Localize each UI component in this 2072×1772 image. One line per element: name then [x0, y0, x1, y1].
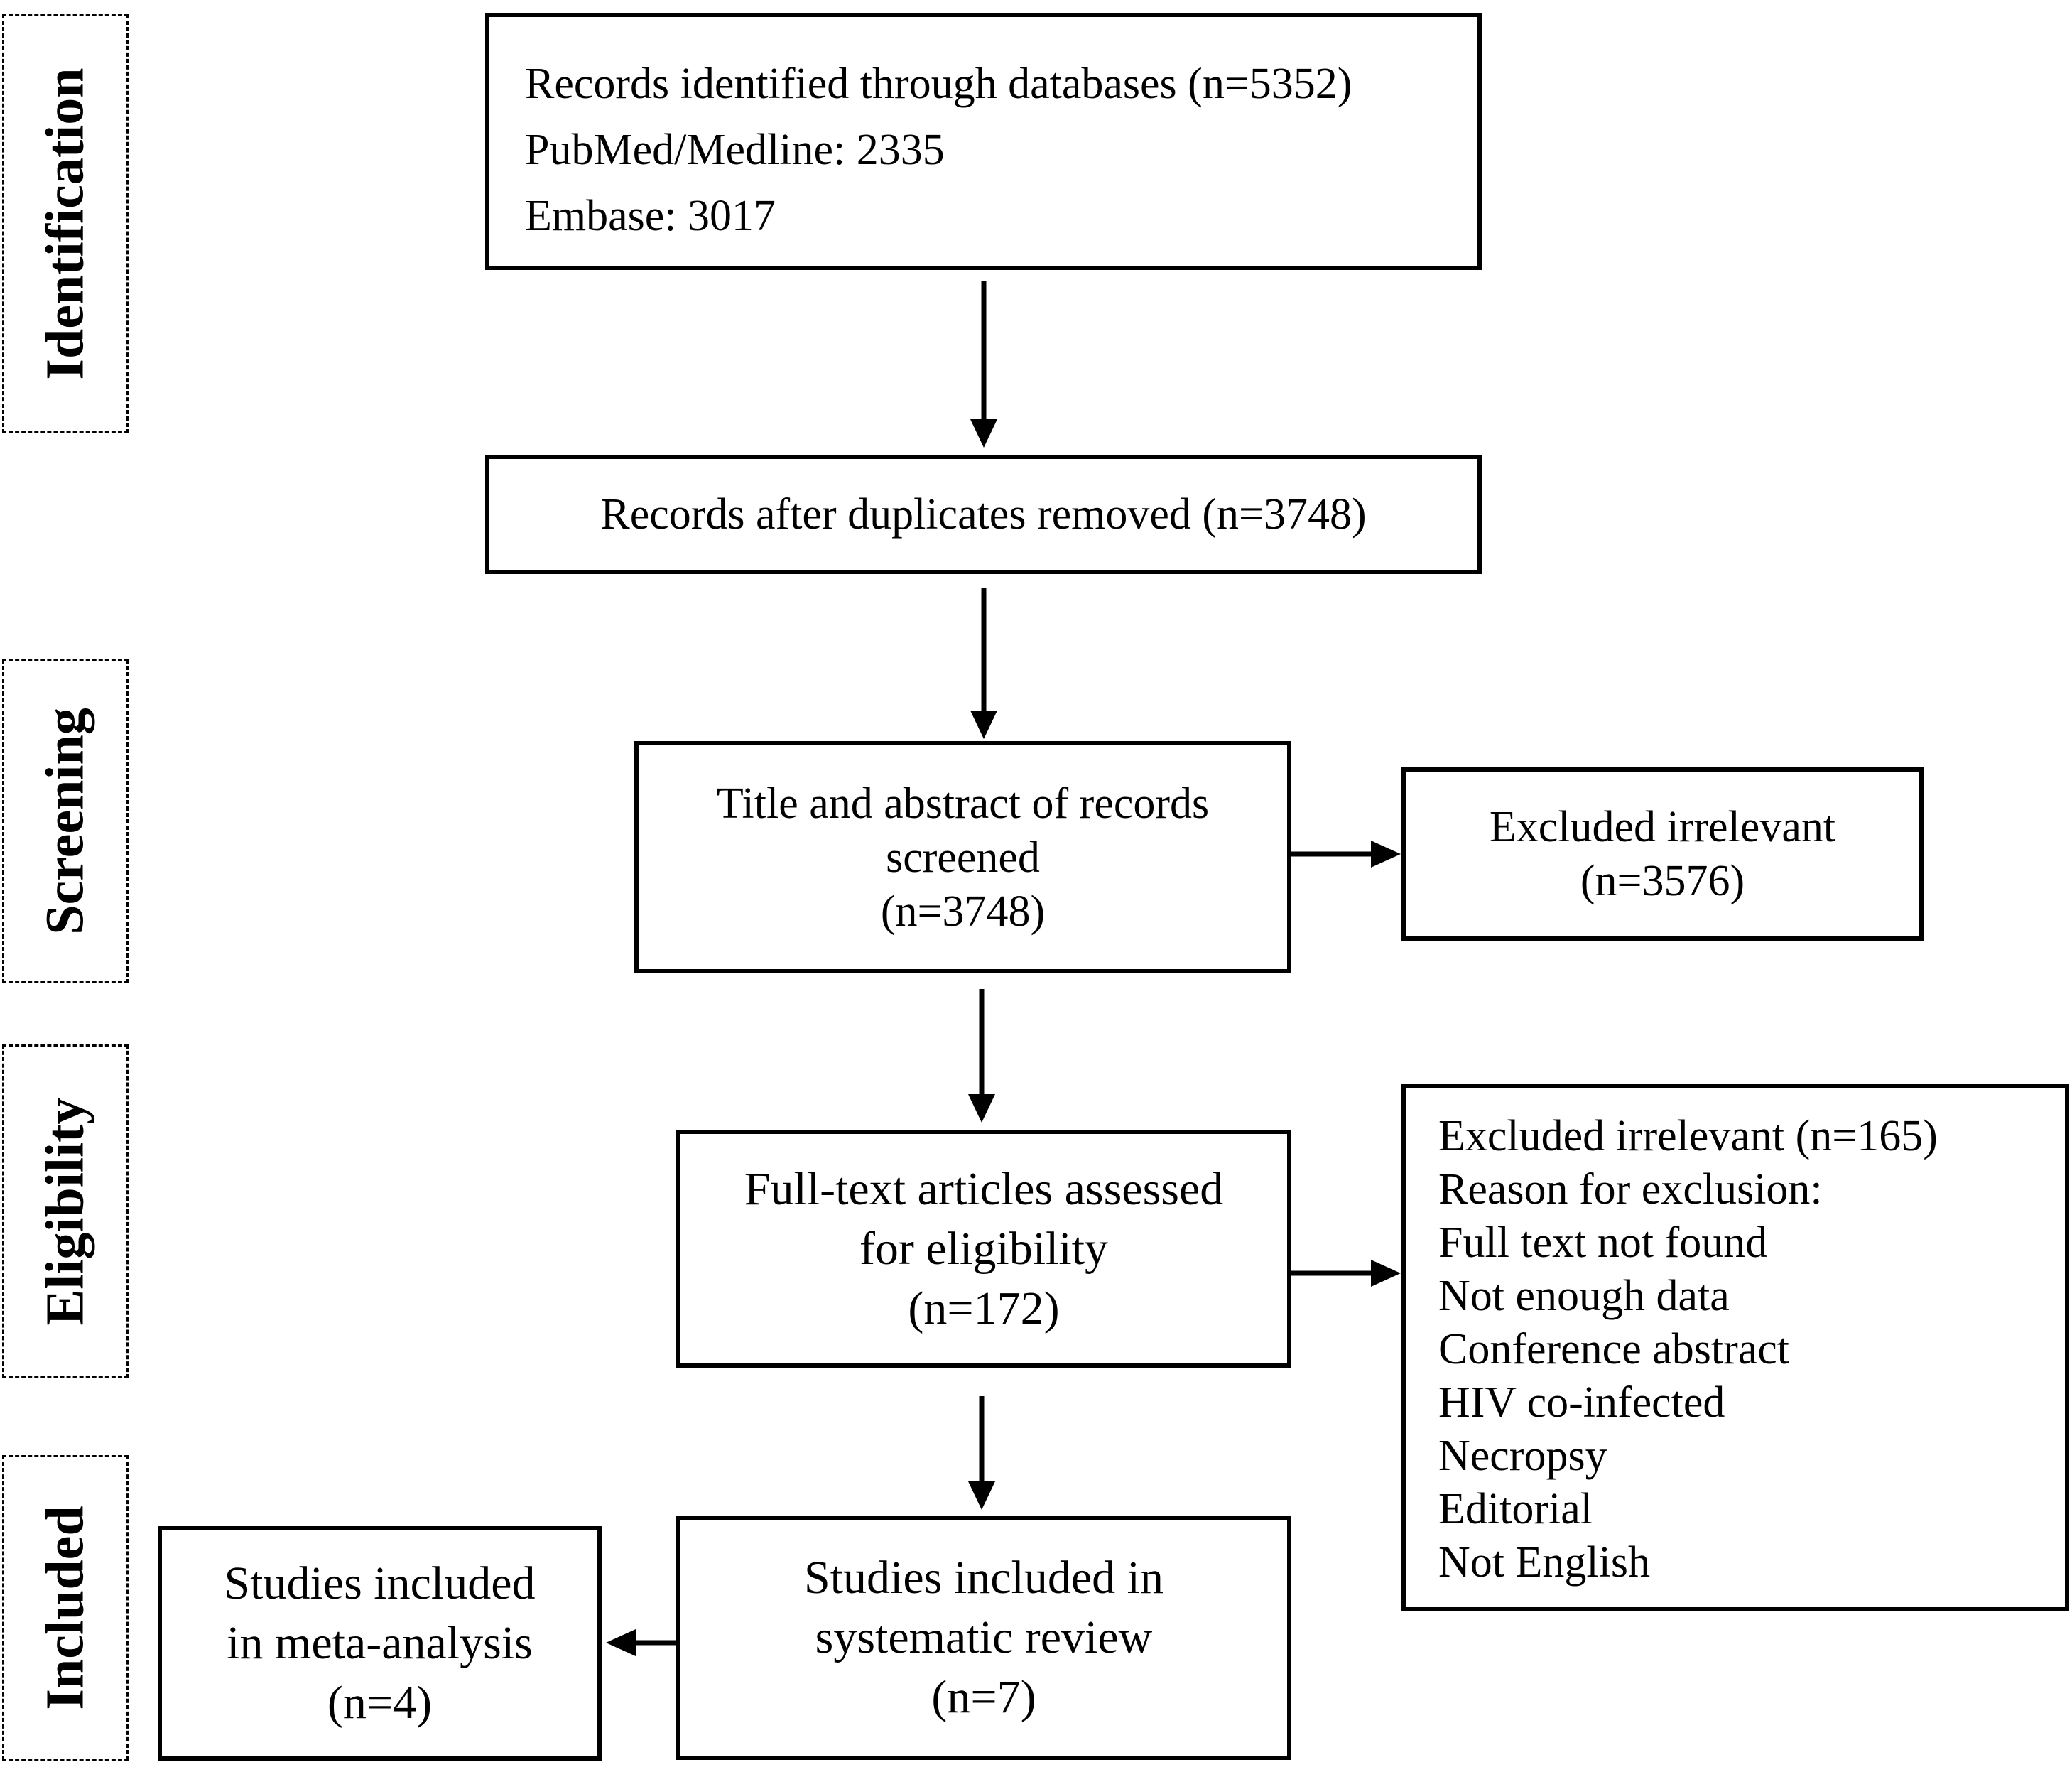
exclusion-reason: HIV co-infected [1438, 1378, 1725, 1427]
arrowhead [1371, 1260, 1401, 1287]
phase-eligibility: Eligibility [2, 1044, 129, 1378]
systematic-review-box: Studies included in systematic review (n… [676, 1516, 1291, 1760]
records-identified-box: Records identified through databases (n=… [485, 13, 1482, 270]
arrowhead [970, 419, 997, 448]
exclusion-reason: Not enough data [1438, 1272, 1730, 1320]
meta-analysis-line2: in meta-analysis [227, 1617, 533, 1669]
full-text-line2: for eligibility [859, 1222, 1109, 1275]
excluded-screening-box: Excluded irrelevant (n=3576) [1401, 767, 1924, 941]
exclusion-reasons-heading: Reason for exclusion: [1438, 1165, 1823, 1214]
arrowhead [1371, 841, 1401, 868]
records-identified-total: Records identified through databases (n=… [525, 60, 1352, 108]
title-abstract-line1: Title and abstract of records [716, 779, 1210, 828]
meta-analysis-count: (n=4) [327, 1677, 433, 1729]
full-text-box: Full-text articles assessed for eligibil… [676, 1130, 1291, 1368]
phase-screening: Screening [2, 659, 129, 983]
exclusion-reason: Conference abstract [1438, 1325, 1790, 1373]
systematic-review-count: (n=7) [931, 1671, 1036, 1723]
excluded-screening-count: (n=3576) [1580, 857, 1745, 905]
exclusion-reason: Necropsy [1438, 1432, 1607, 1480]
title-abstract-line2: screened [886, 833, 1040, 882]
records-identified-pubmed: PubMed/Medline: 2335 [525, 126, 945, 174]
arrowhead [968, 1094, 995, 1123]
title-abstract-box: Title and abstract of records screened (… [634, 741, 1291, 973]
arrowhead [606, 1629, 636, 1656]
title-abstract-count: (n=3748) [880, 887, 1046, 936]
systematic-review-line1: Studies included in [804, 1552, 1164, 1604]
phase-included: Included [2, 1455, 129, 1761]
duplicates-removed-text: Records after duplicates removed (n=3748… [600, 490, 1367, 539]
arrowhead [968, 1481, 995, 1510]
records-identified-embase: Embase: 3017 [525, 192, 776, 240]
duplicates-removed-box: Records after duplicates removed (n=3748… [485, 455, 1482, 574]
excluded-eligibility-box: Excluded irrelevant (n=165) Reason for e… [1401, 1084, 2069, 1611]
full-text-count: (n=172) [908, 1282, 1060, 1334]
arrowhead [970, 711, 997, 739]
systematic-review-line2: systematic review [815, 1611, 1153, 1663]
excluded-eligibility-count: Excluded irrelevant (n=165) [1438, 1112, 1938, 1160]
excluded-screening-label: Excluded irrelevant [1489, 803, 1836, 851]
exclusion-reason: Not English [1438, 1538, 1650, 1587]
exclusion-reason: Editorial [1438, 1485, 1593, 1533]
full-text-line1: Full-text articles assessed [744, 1162, 1224, 1215]
exclusion-reason: Full text not found [1438, 1219, 1768, 1267]
meta-analysis-box: Studies included in meta-analysis (n=4) [158, 1526, 602, 1761]
phase-identification: Identification [2, 14, 129, 433]
meta-analysis-line1: Studies included [224, 1557, 536, 1609]
